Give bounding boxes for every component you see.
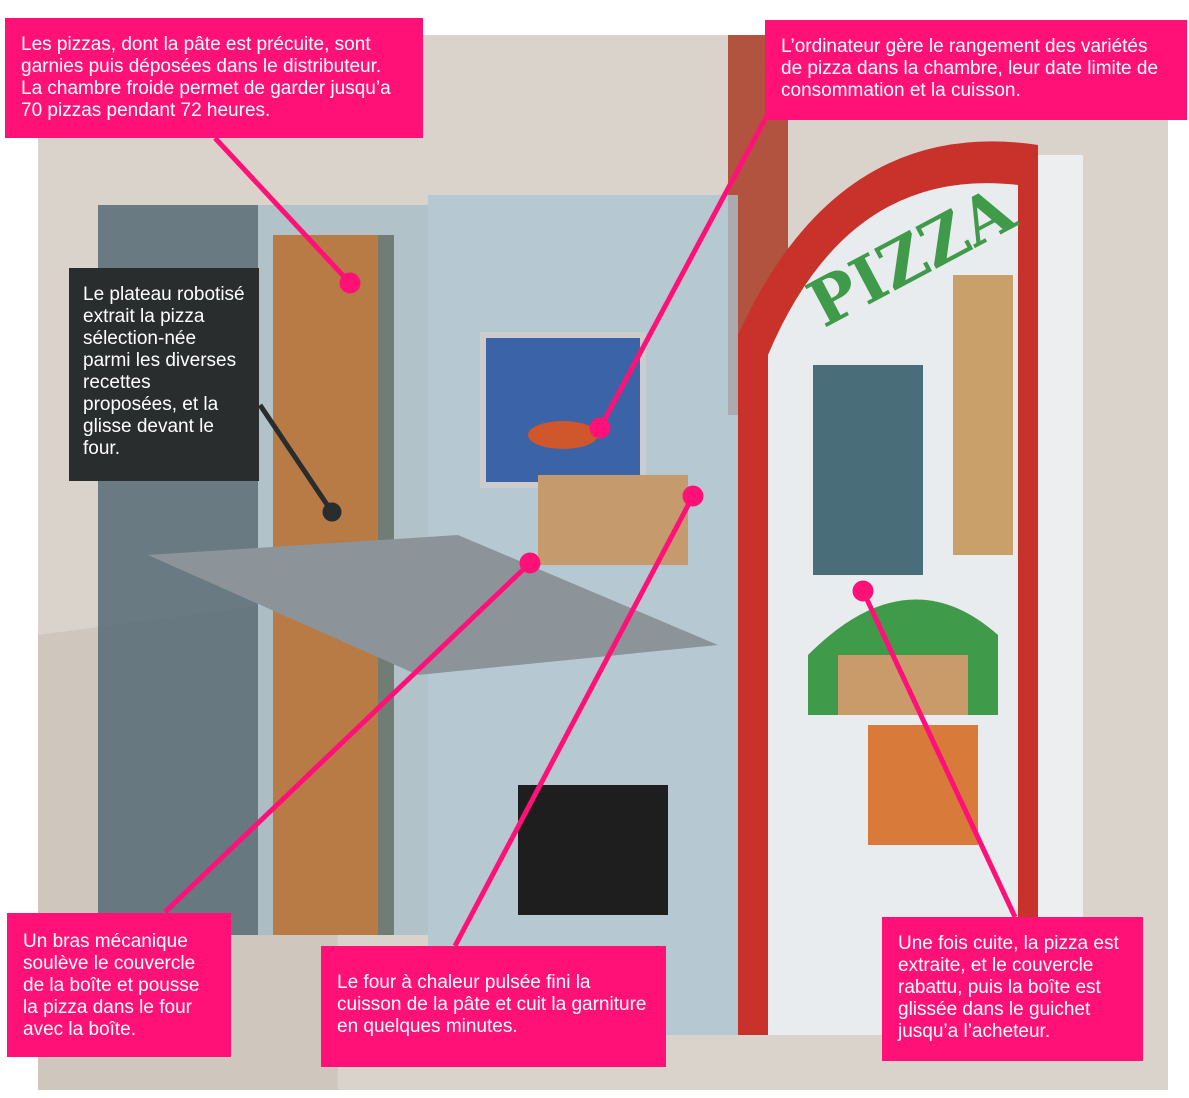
callout-computer: L’ordinateur gère le rangement des varié… (765, 20, 1187, 120)
callout-delivery: Une fois cuite, la pizza est extraite, e… (882, 917, 1143, 1061)
robotic-tray (148, 535, 718, 675)
callout-arm: Un bras mécanique soulève le couvercle d… (7, 913, 231, 1057)
callout-tray: Le plateau robotisé extrait la pizza sél… (69, 268, 259, 481)
leader-line-tray (257, 403, 335, 514)
callout-storage: Les pizzas, dont la pâte est précuite, s… (5, 18, 423, 138)
leader-line-oven (452, 494, 696, 948)
leader-line-computer (597, 108, 773, 430)
vending-machine-illustration: PIZZA (38, 35, 1168, 1090)
leader-line-arm (163, 561, 532, 914)
leader-line-storage (213, 136, 352, 285)
leader-line-delivery (860, 589, 1018, 919)
callout-oven: Le four à chaleur pulsée fini la cuisson… (321, 946, 666, 1067)
